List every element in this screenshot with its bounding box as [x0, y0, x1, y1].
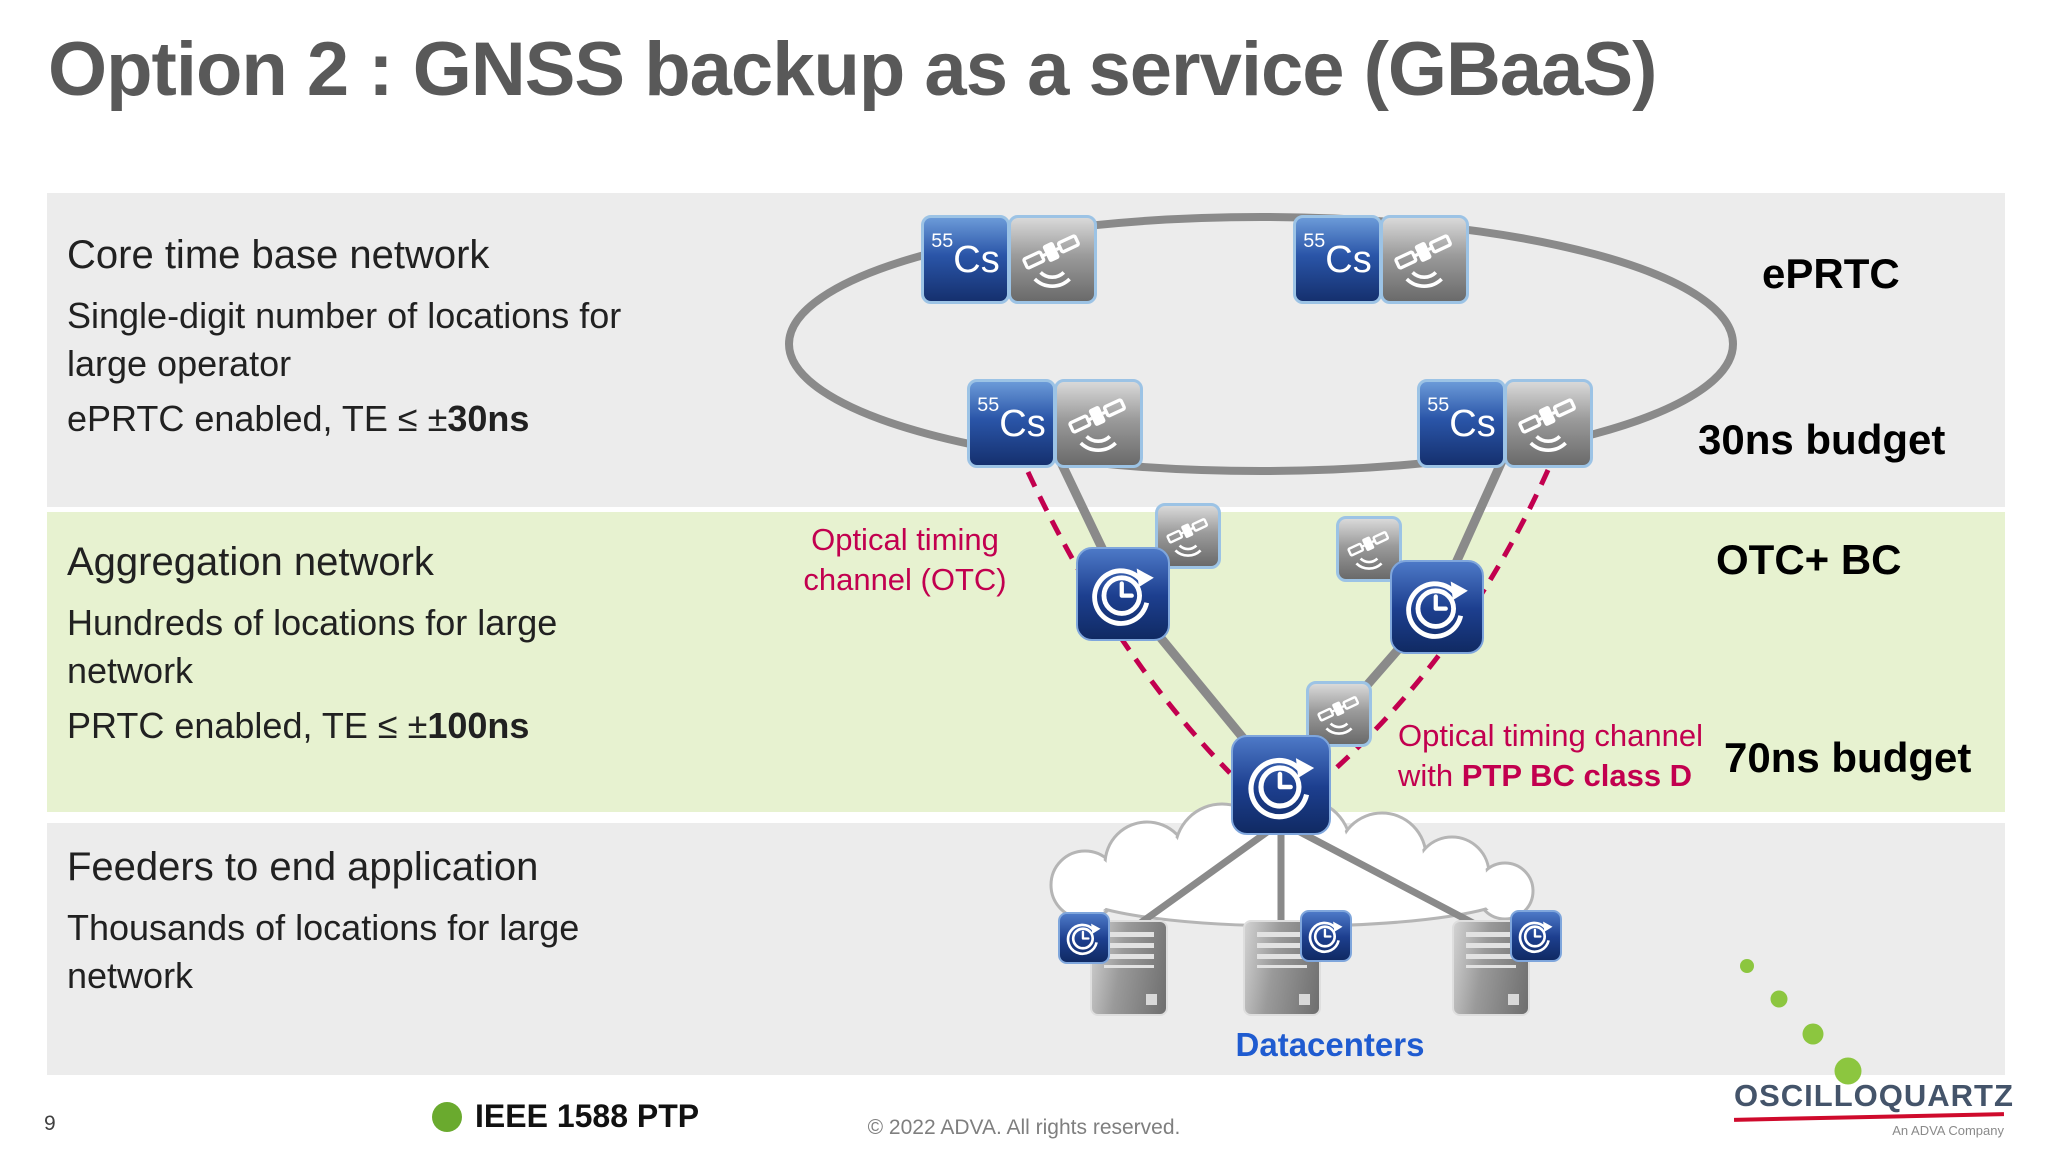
clock-badge-icon — [1058, 912, 1110, 964]
cesium-label: 55Cs — [931, 231, 1000, 281]
cesium-gnss-node: 55Cs — [921, 215, 1097, 304]
cesium-label-text: Cs — [999, 402, 1046, 445]
logo-text: OSCILLOQUARTZ — [1734, 1078, 2014, 1113]
feeders-desc: Thousands of locations for large network — [67, 907, 580, 997]
cesium-gnss-node: 55Cs — [1293, 215, 1469, 304]
cesium-clock-icon: 55Cs — [1293, 215, 1382, 304]
core-heading: Core time base network — [67, 233, 490, 277]
cesium-label-text: Cs — [953, 238, 1000, 281]
server-vents — [1257, 932, 1307, 968]
server-vents — [1466, 932, 1516, 968]
core-desc: Single-digit number of locations for lar… — [67, 295, 622, 385]
otc-bc-label-line1: Optical timing channel — [1398, 718, 1703, 753]
budget-70ns-label: 70ns budget — [1724, 734, 1972, 781]
cesium-label-sup: 55 — [1303, 229, 1326, 252]
otc-bc-label-prefix: with — [1398, 757, 1462, 793]
otc-label: Optical timing channel (OTC) — [770, 520, 1040, 599]
otc-label-line2: channel (OTC) — [803, 561, 1007, 597]
cesium-label-sup: 55 — [931, 229, 954, 252]
otc-label-line1: Optical timing — [811, 522, 999, 557]
clock-badge-icon — [1300, 910, 1352, 962]
aggregation-text-block: Aggregation network Hundreds of location… — [67, 540, 677, 747]
feeders-text-block: Feeders to end application Thousands of … — [67, 845, 677, 1000]
datacenters-label: Datacenters — [1235, 1026, 1425, 1063]
boundary-clock-icon — [1076, 547, 1170, 641]
otc-bc-label-bold: PTP BC class D — [1461, 757, 1693, 793]
core-spec: ePRTC enabled, TE ≤ ±30ns — [67, 398, 677, 440]
server-vents — [1104, 932, 1154, 968]
aggregation-desc: Hundreds of locations for large network — [67, 602, 558, 692]
core-spec-value: 30ns — [447, 398, 530, 440]
feeders-heading: Feeders to end application — [67, 845, 539, 889]
otc-bc-label-line2: with PTP BC class D — [1398, 756, 1738, 796]
aggregation-spec: PRTC enabled, TE ≤ ±100ns — [67, 705, 677, 747]
cesium-clock-icon: 55Cs — [921, 215, 1010, 304]
green-dot-icon — [432, 1101, 462, 1132]
copyright-text: © 2022 ADVA. All rights reserved. — [867, 1116, 1181, 1139]
cesium-label-text: Cs — [1325, 238, 1372, 281]
eprtc-label: ePRTC — [1762, 250, 1900, 297]
budget-30ns-label: 30ns budget — [1698, 416, 1946, 463]
aggregation-heading: Aggregation network — [67, 540, 434, 584]
cesium-label-sup: 55 — [1427, 393, 1450, 416]
ptp-label: IEEE 1588 PTP — [475, 1098, 700, 1134]
logo-subtitle: An ADVA Company — [1892, 1123, 2004, 1138]
core-text-block: Core time base network Single-digit numb… — [67, 233, 677, 440]
cesium-label-text: Cs — [1449, 402, 1496, 445]
page-title: Option 2 : GNSS backup as a service (GBa… — [48, 27, 1657, 112]
ieee-1588-ptp: IEEE 1588 PTP — [432, 1098, 699, 1135]
otc-bc-side-label: OTC+ BC — [1716, 536, 1902, 583]
cesium-label: 55Cs — [1303, 231, 1372, 281]
cesium-gnss-node: 55Cs — [1417, 379, 1593, 468]
boundary-clock-icon — [1231, 735, 1331, 835]
satellite-icon — [1504, 379, 1593, 468]
aggregation-spec-value: 100ns — [427, 705, 530, 747]
oscilloquartz-logo: OSCILLOQUARTZ An ADVA Company — [1733, 1078, 2014, 1138]
core-spec-prefix: ePRTC enabled, TE ≤ ± — [67, 398, 448, 440]
cesium-clock-icon: 55Cs — [1417, 379, 1506, 468]
band-feeders: Feeders to end application Thousands of … — [47, 823, 2005, 1075]
cesium-gnss-node: 55Cs — [967, 379, 1143, 468]
satellite-icon — [1054, 379, 1143, 468]
aggregation-spec-prefix: PRTC enabled, TE ≤ ± — [67, 705, 428, 747]
cesium-label: 55Cs — [1427, 395, 1496, 445]
otc-bc-label: Optical timing channel with PTP BC class… — [1398, 716, 1738, 795]
cesium-label: 55Cs — [977, 395, 1046, 445]
satellite-icon — [1380, 215, 1469, 304]
page-number: 9 — [44, 1112, 56, 1135]
cesium-label-sup: 55 — [977, 393, 1000, 416]
boundary-clock-icon — [1390, 560, 1484, 654]
cesium-clock-icon: 55Cs — [967, 379, 1056, 468]
clock-badge-icon — [1510, 910, 1562, 962]
satellite-icon — [1008, 215, 1097, 304]
